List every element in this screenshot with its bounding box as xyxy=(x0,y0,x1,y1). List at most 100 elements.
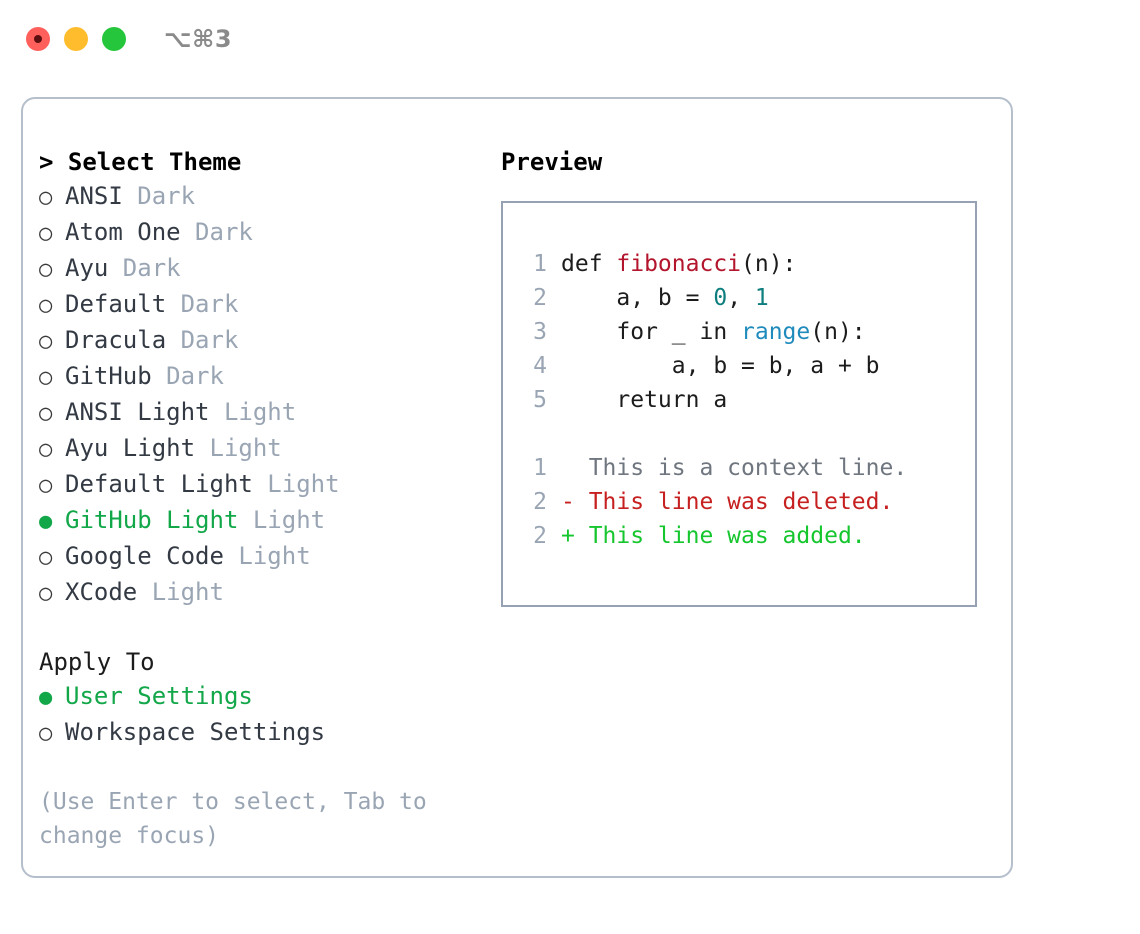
minimize-window-icon[interactable] xyxy=(64,27,88,51)
diff-line-text-del: - This line was deleted. xyxy=(561,489,894,515)
window-controls xyxy=(26,27,126,51)
theme-option-0[interactable]: ○ ANSI Dark xyxy=(39,179,489,215)
diff-line-number: 1 xyxy=(533,455,547,481)
code-token-plain: (n): xyxy=(741,251,797,277)
diff-line-0: 1 This is a context line. xyxy=(521,451,975,485)
theme-variant-badge: Light xyxy=(223,398,297,426)
code-line-0: 1 def fibonacci(n): xyxy=(521,247,975,281)
code-line-text: a, b = b, a + b xyxy=(561,349,880,383)
code-line-text: a, b = 0, 1 xyxy=(561,281,769,315)
theme-list[interactable]: ○ANSI Dark○Atom One Dark○Ayu Dark○Defaul… xyxy=(39,179,489,611)
theme-option-7[interactable]: ○ Ayu Light Light xyxy=(39,431,489,467)
theme-option-label: Google Code xyxy=(65,542,239,570)
theme-option-label: ANSI xyxy=(65,182,138,210)
code-line-1: 2 a, b = 0, 1 xyxy=(521,281,975,315)
close-window-icon[interactable] xyxy=(26,27,50,51)
radio-unselected-icon: ○ xyxy=(39,721,53,746)
theme-option-3[interactable]: ○ Default Dark xyxy=(39,287,489,323)
diff-line-number: 2 xyxy=(533,523,547,549)
preview-title: Preview xyxy=(501,148,603,176)
code-token-plain: return a xyxy=(561,387,728,413)
radio-unselected-icon: ○ xyxy=(39,365,53,390)
theme-variant-badge: Light xyxy=(238,542,311,570)
code-line-text: def fibonacci(n): xyxy=(561,247,796,281)
theme-option-label: Dracula xyxy=(65,326,181,354)
theme-option-5[interactable]: ○GitHub Dark xyxy=(39,359,489,395)
apply-to-list[interactable]: ● User Settings ○ Workspace Settings xyxy=(39,679,489,751)
theme-option-9[interactable]: ● GitHub Light Light xyxy=(39,503,489,539)
code-token-fn: fibonacci xyxy=(616,251,742,277)
theme-option-8[interactable]: ○Default Light Light xyxy=(39,467,489,503)
theme-option-label: Default xyxy=(65,290,181,318)
theme-option-label: Ayu xyxy=(65,254,123,282)
diff-line-2: 2 + This line was added. xyxy=(521,519,975,553)
theme-option-label: Atom One xyxy=(65,218,196,246)
theme-option-4[interactable]: ○ Dracula Dark xyxy=(39,323,489,359)
code-token-plain: (n): xyxy=(810,319,866,345)
apply-to-option-label: Workspace Settings xyxy=(65,718,326,746)
theme-option-6[interactable]: ○ ANSI Light Light xyxy=(39,395,489,431)
radio-selected-icon: ● xyxy=(39,509,53,534)
theme-variant-badge: Dark xyxy=(166,362,224,390)
code-line-number: 3 xyxy=(533,319,547,345)
theme-variant-badge: Dark xyxy=(180,290,239,318)
theme-option-label: GitHub Light xyxy=(65,506,253,534)
theme-variant-badge: Light xyxy=(267,470,340,498)
theme-variant-badge: Light xyxy=(252,506,326,534)
code-token-plain: a, b = b, a + b xyxy=(561,353,880,379)
radio-unselected-icon: ○ xyxy=(39,401,53,426)
theme-option-label: XCode xyxy=(65,578,152,606)
code-token-plain: def xyxy=(561,251,617,277)
theme-variant-badge: Dark xyxy=(195,218,253,246)
content-card: > Select Theme ○ANSI Dark○Atom One Dark○… xyxy=(21,97,1013,878)
theme-variant-badge: Light xyxy=(151,578,224,606)
apply-to-option-0[interactable]: ● User Settings xyxy=(39,679,489,715)
code-line-text: return a xyxy=(561,383,727,417)
diff-sample: 1 This is a context line. 2 - This line wa… xyxy=(521,451,975,553)
theme-option-label: ANSI Light xyxy=(65,398,224,426)
radio-selected-icon: ● xyxy=(39,685,53,710)
apply-to-header: Apply To xyxy=(39,648,155,676)
code-line-number: 5 xyxy=(533,387,547,413)
diff-line-number: 2 xyxy=(533,489,547,515)
code-token-num: 0 xyxy=(713,285,728,311)
theme-variant-badge: Light xyxy=(209,434,282,462)
theme-option-2[interactable]: ○Ayu Dark xyxy=(39,251,489,287)
maximize-window-icon[interactable] xyxy=(102,27,126,51)
theme-variant-badge: Dark xyxy=(180,326,239,354)
apply-to-option-1[interactable]: ○ Workspace Settings xyxy=(39,715,489,751)
radio-unselected-icon: ○ xyxy=(39,329,53,354)
theme-variant-badge: Dark xyxy=(137,182,196,210)
theme-option-11[interactable]: ○ XCode Light xyxy=(39,575,489,611)
code-token-plain: , xyxy=(727,285,755,311)
code-token-num: 1 xyxy=(754,285,769,311)
diff-line-text-add: + This line was added. xyxy=(561,523,866,549)
code-line-4: 5 return a xyxy=(521,383,975,417)
theme-option-10[interactable]: ○Google Code Light xyxy=(39,539,489,575)
theme-option-1[interactable]: ○ Atom One Dark xyxy=(39,215,489,251)
diff-line-text-ctx: This is a context line. xyxy=(561,455,908,481)
code-line-number: 1 xyxy=(533,251,547,277)
code-line-2: 3 for _ in range(n): xyxy=(521,315,975,349)
theme-variant-badge: Dark xyxy=(122,254,181,282)
code-line-number: 2 xyxy=(533,285,547,311)
code-token-plain: for _ in xyxy=(561,319,742,345)
radio-unselected-icon: ○ xyxy=(39,221,53,246)
code-token-blue: range xyxy=(741,319,811,345)
keyboard-hint: (Use Enter to select, Tab to change focu… xyxy=(39,789,427,849)
select-theme-header: > Select Theme xyxy=(39,148,242,176)
apply-to-option-label: User Settings xyxy=(65,682,253,710)
radio-unselected-icon: ○ xyxy=(39,293,53,318)
shortcut-label: ⌥⌘3 xyxy=(164,25,233,53)
radio-unselected-icon: ○ xyxy=(39,581,53,606)
theme-option-label: Ayu Light xyxy=(65,434,210,462)
radio-unselected-icon: ○ xyxy=(39,437,53,462)
code-line-text: for _ in range(n): xyxy=(561,315,866,349)
diff-line-1: 2 - This line was deleted. xyxy=(521,485,975,519)
radio-unselected-icon: ○ xyxy=(39,185,53,210)
code-line-number: 4 xyxy=(533,353,547,379)
